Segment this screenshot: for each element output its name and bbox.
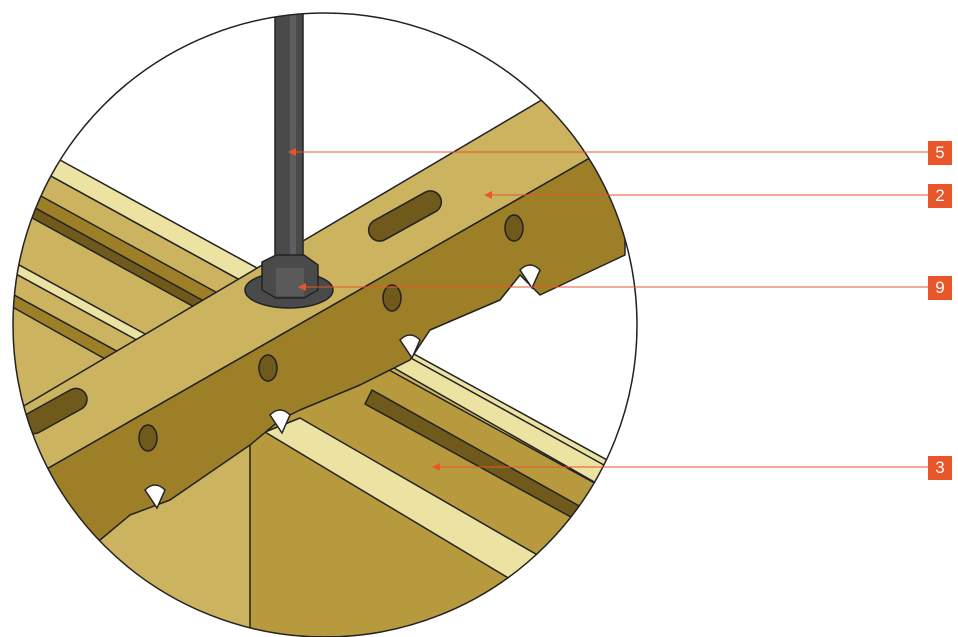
- beam-hole-4: [138, 424, 158, 452]
- beam-front-face: [13, 154, 626, 591]
- callout-box-3: [928, 456, 952, 480]
- callout-box-2: [928, 184, 952, 208]
- beam-notch-3: [269, 409, 291, 435]
- rod-highlight: [290, 13, 296, 270]
- beam-hole-2: [382, 284, 402, 312]
- magnifier-circle-outline: [12, 12, 638, 637]
- beam-slot-1: [367, 190, 443, 242]
- beam-notch-1: [519, 264, 541, 290]
- callout-box-9: [928, 276, 952, 300]
- leader-arrow-3: [432, 463, 440, 471]
- leader-arrow-9: [298, 283, 306, 291]
- callout-box-5: [928, 141, 952, 165]
- threaded-rod-icon: [274, 13, 304, 271]
- nut-face: [276, 268, 304, 296]
- beam-hole-1: [504, 214, 524, 242]
- leader-arrow-2: [484, 191, 492, 199]
- beam-hole-3: [258, 354, 278, 382]
- beam-notch-4: [144, 484, 166, 510]
- callout-leaders: [288, 148, 928, 471]
- callout-label-5: 5: [935, 143, 945, 162]
- callout-label-9: 9: [935, 278, 945, 297]
- beam-notch-2: [399, 334, 421, 360]
- channel-right-groove: [364, 389, 637, 556]
- callout-label-3: 3: [935, 458, 945, 477]
- callout-label-2: 2: [935, 186, 945, 205]
- rod-body: [274, 13, 304, 271]
- leader-arrow-5: [288, 148, 296, 156]
- callout-boxes: [928, 141, 952, 480]
